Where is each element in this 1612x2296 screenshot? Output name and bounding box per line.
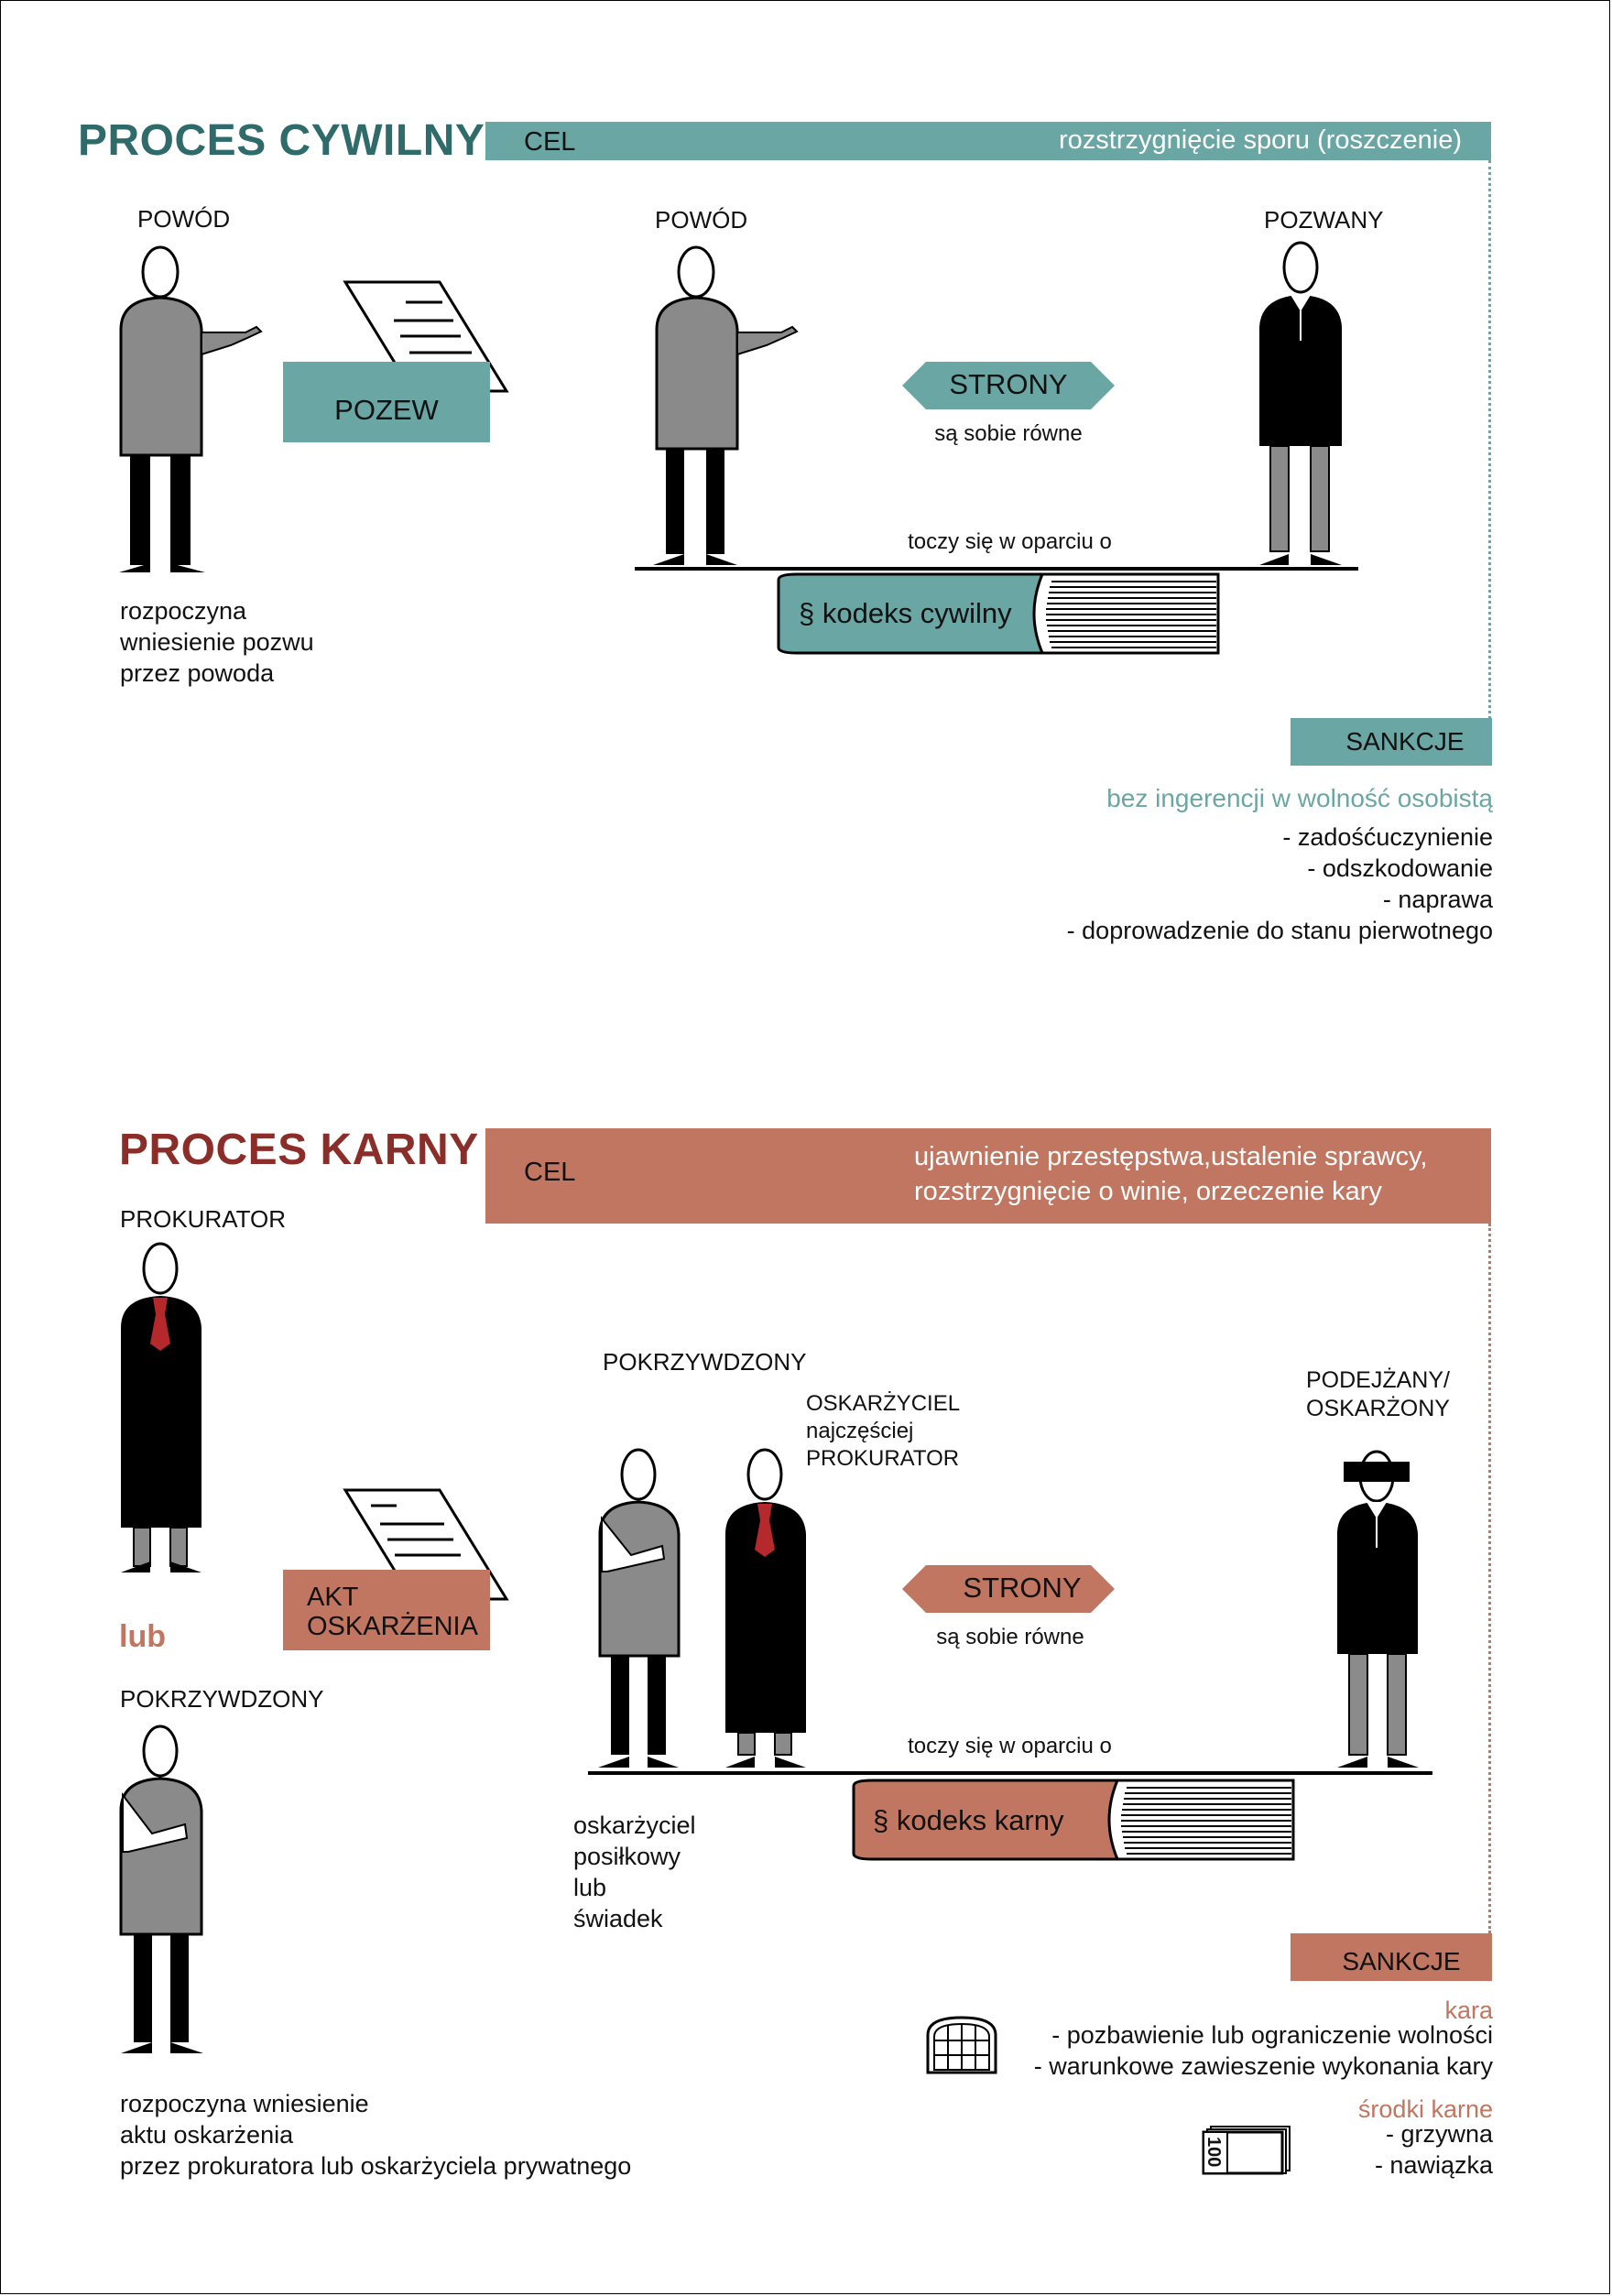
criminal-pokrzywdzony-left-label: POKRZYWDZONY (120, 1685, 324, 1713)
criminal-srodki-list: - grzywna - nawiązka (1375, 2118, 1493, 2181)
civil-powod-left-label: POWÓD (137, 205, 231, 233)
criminal-podejzany-figure (1337, 1450, 1419, 1768)
civil-sankcje-item: - doprowadzenie do stanu pierwotnego (1066, 917, 1493, 944)
civil-ground-line (635, 567, 1358, 571)
money-banknote-label: 100 (1204, 2137, 1224, 2168)
civil-start-text: rozpoczyna wniesienie pozwu przez powoda (120, 595, 314, 689)
civil-sankcje-item: - zadośćuczynienie (1282, 823, 1493, 851)
civil-start-line: przez powoda (120, 659, 275, 687)
criminal-kara-item: - pozbawienie lub ograniczenie wolności (1051, 2021, 1493, 2049)
criminal-strony-badge (902, 1565, 1115, 1613)
criminal-start-line: przez prokuratora lub oskarżyciela prywa… (120, 2152, 632, 2180)
criminal-prokurator-label: PROKURATOR (120, 1205, 287, 1233)
criminal-strony-label: STRONY (963, 1572, 1082, 1604)
criminal-lub: lub (119, 1619, 166, 1654)
criminal-posilkowy-line: oskarżyciel (573, 1812, 696, 1839)
criminal-cel-label: CEL (524, 1158, 576, 1187)
civil-pozwany-figure (1259, 241, 1342, 565)
civil-start-line: rozpoczyna (120, 597, 247, 625)
criminal-akt-line: OSKARŻENIA (307, 1612, 478, 1641)
criminal-pokrzywdzony-mid-label: POKRZYWDZONY (603, 1348, 807, 1376)
criminal-ground-line (588, 1771, 1432, 1775)
civil-sankcje-list: - zadośćuczynienie - odszkodowanie - nap… (1067, 822, 1493, 946)
civil-pozwany-label: POZWANY (1264, 206, 1384, 234)
criminal-podejzany-label: PODEJŻANY/ OSKARŻONY (1306, 1366, 1450, 1423)
civil-start-line: wniesienie pozwu (120, 628, 314, 656)
criminal-posilkowy-text: oskarżyciel posiłkowy lub świadek (573, 1810, 696, 1934)
criminal-cel-line: rozstrzygnięcie o winie, orzeczenie kary (914, 1177, 1382, 1206)
criminal-akt-box: AKT OSKARŻENIA (283, 1570, 490, 1650)
criminal-cel-line: ujawnienie przestępstwa,ustalenie sprawc… (914, 1142, 1428, 1171)
criminal-posilkowy-line: posiłkowy (573, 1843, 681, 1870)
civil-dotted-line (1488, 160, 1491, 719)
civil-cel-label: CEL (524, 127, 576, 157)
criminal-akt-label: AKT OSKARŻENIA (307, 1583, 478, 1641)
criminal-cel-text: ujawnienie przestępstwa,ustalenie sprawc… (914, 1139, 1427, 1209)
criminal-podejzany-line: OSKARŻONY (1306, 1396, 1450, 1421)
money-banknote-icon (1202, 2126, 1291, 2175)
criminal-oskarzyciel-line: PROKURATOR (806, 1446, 960, 1471)
civil-powod-mid-label: POWÓD (655, 206, 748, 234)
criminal-kara-list: - pozbawienie lub ograniczenie wolności … (1034, 2019, 1493, 2082)
civil-book-label: § kodeks cywilny (799, 597, 1012, 629)
criminal-posilkowy-line: lub (573, 1874, 607, 1901)
criminal-start-line: aktu oskarżenia (120, 2121, 294, 2149)
criminal-sankcje-label: SANKCJE (1342, 1947, 1461, 1975)
civil-sankcje-item: - naprawa (1382, 886, 1493, 913)
criminal-toczy-text: toczy się w oparciu o (908, 1734, 1112, 1758)
prison-window-icon (926, 2016, 997, 2074)
civil-cel-text: rozstrzygnięcie sporu (roszczenie) (1059, 125, 1462, 155)
civil-cel-bar: CEL rozstrzygnięcie sporu (roszczenie) (485, 122, 1491, 160)
civil-powod-mid-figure (653, 245, 799, 565)
civil-title: PROCES CYWILNY (78, 116, 485, 165)
criminal-akt-line: AKT (307, 1583, 359, 1612)
civil-sankcje-label: SANKCJE (1345, 727, 1465, 756)
criminal-podejzany-line: PODEJŻANY/ (1306, 1367, 1450, 1393)
criminal-strony-sub: są sobie równe (936, 1625, 1084, 1649)
criminal-srodki-label: środki karne (1357, 2095, 1493, 2123)
criminal-oskarzyciel-label: OSKARŻYCIEL najczęściej PROKURATOR (806, 1390, 960, 1473)
criminal-srodki-item: - nawiązka (1374, 2151, 1493, 2179)
civil-strony-sub: są sobie równe (934, 421, 1083, 446)
criminal-pokrzywdzony-figure (119, 1725, 203, 2053)
criminal-start-text: rozpoczyna wniesienie aktu oskarżenia pr… (120, 2088, 631, 2182)
criminal-srodki-item: - grzywna (1385, 2120, 1493, 2148)
criminal-pokrzywdzony-mid-figure (598, 1448, 681, 1768)
criminal-dotted-line (1488, 1224, 1491, 1933)
civil-toczy-text: toczy się w oparciu o (908, 529, 1112, 554)
civil-sankcje-box: SANKCJE (1291, 718, 1492, 766)
civil-book-icon (777, 572, 1220, 655)
criminal-cel-bar: CEL ujawnienie przestępstwa,ustalenie sp… (485, 1128, 1491, 1224)
civil-powod-figure (119, 245, 263, 572)
criminal-oskarzyciel-line: OSKARŻYCIEL (806, 1391, 961, 1416)
criminal-title: PROCES KARNY (119, 1126, 479, 1174)
criminal-oskarzyciel-line: najczęściej (806, 1419, 914, 1443)
civil-sankcje-sub: bez ingerencji w wolność osobistą (1106, 784, 1493, 812)
civil-strony-label: STRONY (949, 368, 1068, 400)
civil-strony-badge (902, 362, 1115, 409)
criminal-start-line: rozpoczyna wniesienie (120, 2090, 369, 2117)
criminal-book-icon (852, 1779, 1295, 1861)
criminal-oskarzyciel-figure (725, 1448, 806, 1768)
civil-pozew-label: POZEW (334, 394, 439, 426)
criminal-sankcje-box: SANKCJE (1291, 1933, 1492, 1981)
criminal-prokurator-figure (121, 1242, 202, 1572)
criminal-posilkowy-line: świadek (573, 1905, 663, 1932)
civil-pozew-box: POZEW (283, 362, 490, 442)
civil-sankcje-item: - odszkodowanie (1307, 854, 1493, 882)
criminal-kara-item: - warunkowe zawieszenie wykonania kary (1033, 2052, 1493, 2080)
criminal-book-label: § kodeks karny (873, 1804, 1064, 1836)
criminal-kara-label: kara (1444, 1997, 1493, 2024)
